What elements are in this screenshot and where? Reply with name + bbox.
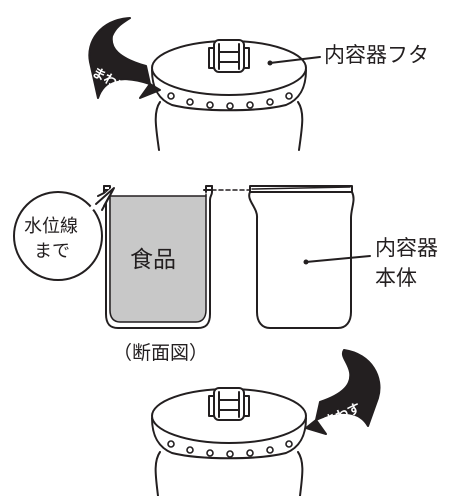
section-rim (103, 185, 213, 193)
top-container (151, 39, 321, 151)
label-water-level-2: まで (34, 241, 70, 262)
label-cross-section: （断面図） (113, 342, 209, 364)
bottom-lid-rim (151, 417, 307, 460)
rotate-arrow-top (88, 17, 161, 99)
top-lid-rim (151, 69, 307, 112)
label-inner-body-2: 本体 (375, 266, 417, 290)
label-food: 食品 (130, 247, 176, 273)
section-food-fill (109, 196, 206, 322)
section-inner-wall (109, 193, 207, 323)
label-water-level: 水位線 (24, 216, 78, 237)
label-lid: 内容器フタ (324, 43, 429, 67)
bottom-lid-holes (167, 440, 293, 458)
label-inner-body: 内容器 (375, 236, 438, 260)
bottom-container-body (154, 451, 304, 496)
bottom-lid-handle (208, 387, 250, 421)
inner-body-outline (248, 191, 355, 329)
inner-body (248, 185, 371, 329)
water-level-bubble (13, 186, 116, 281)
top-lid-leader-line (269, 56, 321, 64)
top-container-body (154, 101, 304, 151)
top-lid-handle (208, 39, 250, 73)
inner-body-leader-line (305, 255, 371, 263)
top-lid-holes (167, 92, 293, 110)
inner-body-threads (251, 186, 351, 190)
rotate-arrow-bottom (305, 349, 381, 435)
bottom-container (151, 387, 307, 496)
